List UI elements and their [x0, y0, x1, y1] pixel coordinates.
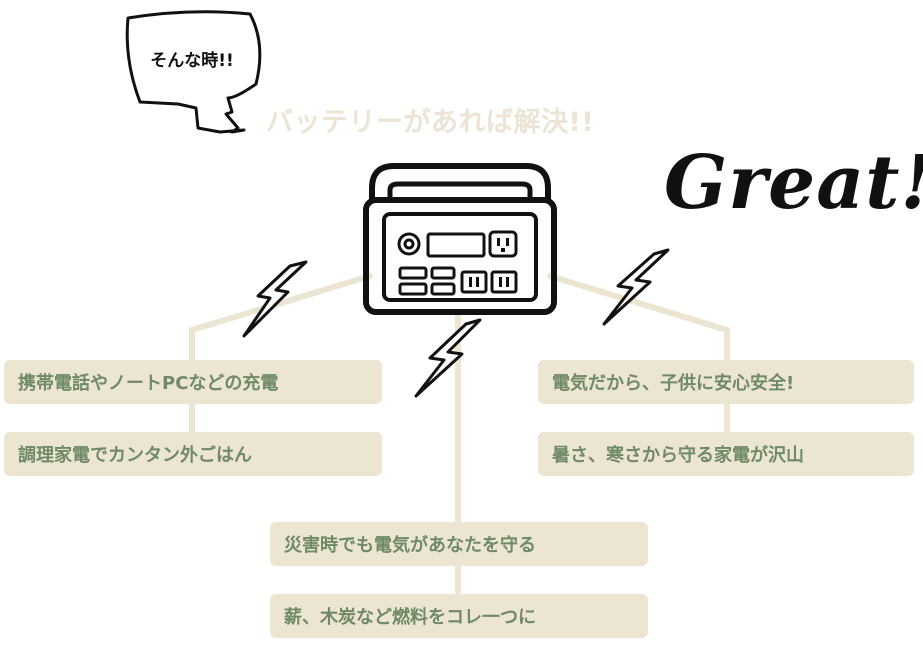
lightning-bolt-icon-center [414, 318, 482, 398]
benefit-box-bottom-1: 災害時でも電気があなたを守る [270, 522, 648, 566]
benefit-box-bottom-2: 薪、木炭など燃料をコレ一つに [270, 594, 648, 638]
connector-left [189, 273, 373, 363]
benefit-box-right-2: 暑さ、寒さから守る家電が沢山 [538, 432, 914, 476]
great-exclamation: Great! [664, 140, 923, 226]
lightning-bolt-icon-right [602, 248, 670, 326]
speech-bubble-text: そんな時!! [150, 51, 234, 71]
benefit-box-left-2: 調理家電でカンタン外ごはん [4, 432, 382, 476]
lightning-bolt-icon-left [242, 260, 308, 338]
headline: バッテリーがあれば解決!! [266, 107, 595, 138]
benefit-box-left-1: 携帯電話やノートPCなどの充電 [4, 360, 382, 404]
benefit-box-right-1: 電気だから、子供に安心安全! [538, 360, 914, 404]
connector-right [547, 273, 730, 363]
